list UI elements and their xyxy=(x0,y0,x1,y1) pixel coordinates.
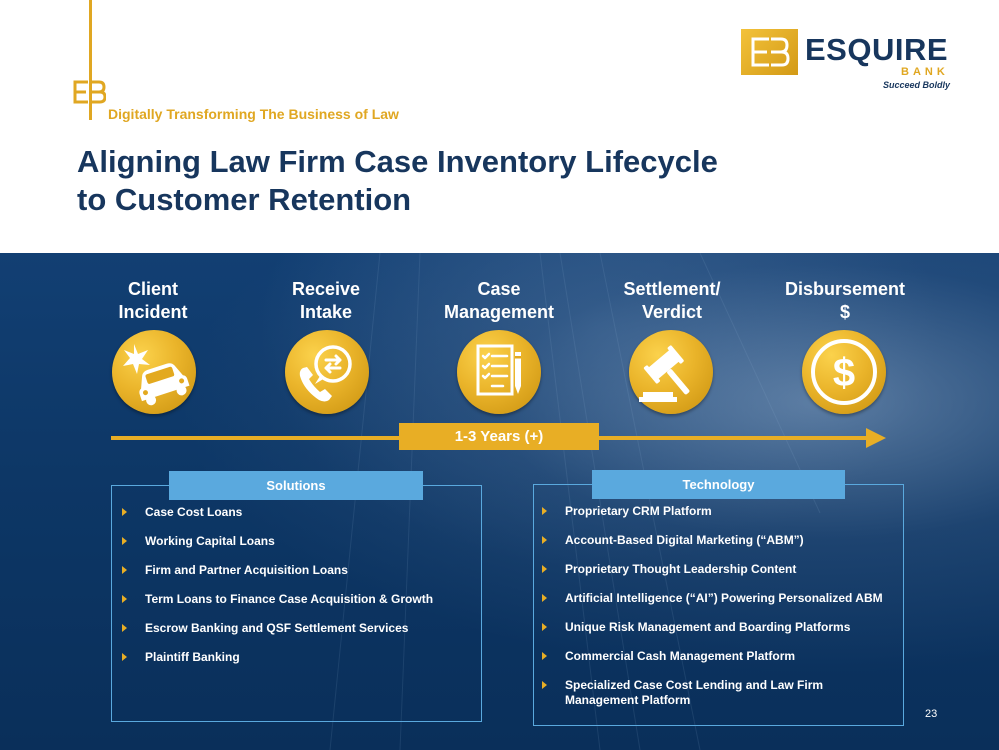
header-tagline: Digitally Transforming The Business of L… xyxy=(108,106,399,122)
bullet-icon xyxy=(542,565,547,573)
esquire-bank-logo: ESQUIRE BANK Succeed Boldly xyxy=(741,29,950,93)
dollar-coin-icon: $ xyxy=(811,339,877,405)
solutions-item: Case Cost Loans xyxy=(145,505,243,519)
stage-label-line: Disbursement xyxy=(784,279,906,299)
background-building-pattern xyxy=(329,253,821,750)
page-title: Aligning Law Firm Case Inventory Lifecyc… xyxy=(77,143,877,219)
stage-label-line: $ xyxy=(839,302,850,322)
bullet-icon xyxy=(542,536,547,544)
logo-tagline: Succeed Boldly xyxy=(883,80,951,90)
bullet-icon xyxy=(542,652,547,660)
stage-label-client-incident: Client Incident xyxy=(78,278,228,324)
stage-circle-case-management xyxy=(457,330,541,414)
checklist-icon xyxy=(476,344,521,396)
stage-label-settlement-verdict: Settlement/ Verdict xyxy=(597,278,747,324)
solutions-item: Term Loans to Finance Case Acquisition &… xyxy=(145,592,434,606)
bullet-icon xyxy=(542,623,547,631)
timeline-arrow-head xyxy=(866,428,886,448)
stage-label-line: Case xyxy=(477,279,521,299)
technology-item: Commercial Cash Management Platform xyxy=(565,649,796,663)
stage-circle-receive-intake xyxy=(285,330,369,414)
eb-logo-icon xyxy=(751,37,790,67)
stage-label-line: Incident xyxy=(118,302,188,322)
logo-wordmark: ESQUIRE xyxy=(805,32,949,67)
technology-heading: Technology xyxy=(592,470,845,499)
technology-item: Account-Based Digital Marketing (“ABM”) xyxy=(565,533,804,547)
stage-circle-client-incident xyxy=(112,330,196,414)
stage-label-line: Management xyxy=(443,302,555,322)
page-title-line-2: to Customer Retention xyxy=(77,182,412,217)
solutions-item: Escrow Banking and QSF Settlement Servic… xyxy=(145,621,409,635)
technology-item: Unique Risk Management and Boarding Plat… xyxy=(565,620,851,634)
technology-item: Specialized Case Cost Lending and Law Fi… xyxy=(565,678,824,707)
timeline-duration-label: 1-3 Years (+) xyxy=(399,423,599,450)
phone-exchange-icon xyxy=(299,345,352,402)
solutions-item: Firm and Partner Acquisition Loans xyxy=(145,563,348,577)
stage-label-line: Settlement/ xyxy=(623,279,721,299)
logo-mark xyxy=(741,29,798,75)
stage-label-case-management: Case Management xyxy=(424,278,574,324)
stage-label-receive-intake: Receive Intake xyxy=(251,278,401,324)
bullet-icon xyxy=(122,537,127,545)
bullet-icon xyxy=(542,507,547,515)
solutions-item: Plaintiff Banking xyxy=(145,650,240,664)
stage-circle-settlement-verdict xyxy=(629,330,713,414)
bullet-icon xyxy=(122,595,127,603)
page-title-line-1: Aligning Law Firm Case Inventory Lifecyc… xyxy=(77,144,718,179)
stage-label-disbursement: Disbursement $ xyxy=(770,278,920,324)
bullet-icon xyxy=(122,508,127,516)
technology-item: Proprietary Thought Leadership Content xyxy=(565,562,797,576)
technology-item: Artificial Intelligence (“AI”) Powering … xyxy=(565,591,883,605)
header-accent-line xyxy=(89,0,92,120)
gavel-icon xyxy=(639,345,690,402)
header-area: Digitally Transforming The Business of L… xyxy=(0,0,999,253)
stage-circle-disbursement: $ xyxy=(802,330,886,414)
bullet-icon xyxy=(122,624,127,632)
solutions-heading: Solutions xyxy=(169,471,423,500)
stage-label-line: Verdict xyxy=(641,302,703,322)
logo-bank-text: BANK xyxy=(901,66,949,78)
bullet-icon xyxy=(542,681,547,689)
eb-monogram-icon xyxy=(73,80,106,104)
stage-label-line: Client xyxy=(127,279,178,299)
bullet-icon xyxy=(122,653,127,661)
svg-text:$: $ xyxy=(833,351,855,395)
solutions-item: Working Capital Loans xyxy=(145,534,275,548)
car-crash-icon xyxy=(123,344,190,406)
bullet-icon xyxy=(542,594,547,602)
bullet-icon xyxy=(122,566,127,574)
page-number: 23 xyxy=(925,708,938,720)
stage-label-line: Receive xyxy=(291,279,361,299)
stage-label-line: Intake xyxy=(299,302,353,322)
technology-item: Proprietary CRM Platform xyxy=(565,504,712,518)
